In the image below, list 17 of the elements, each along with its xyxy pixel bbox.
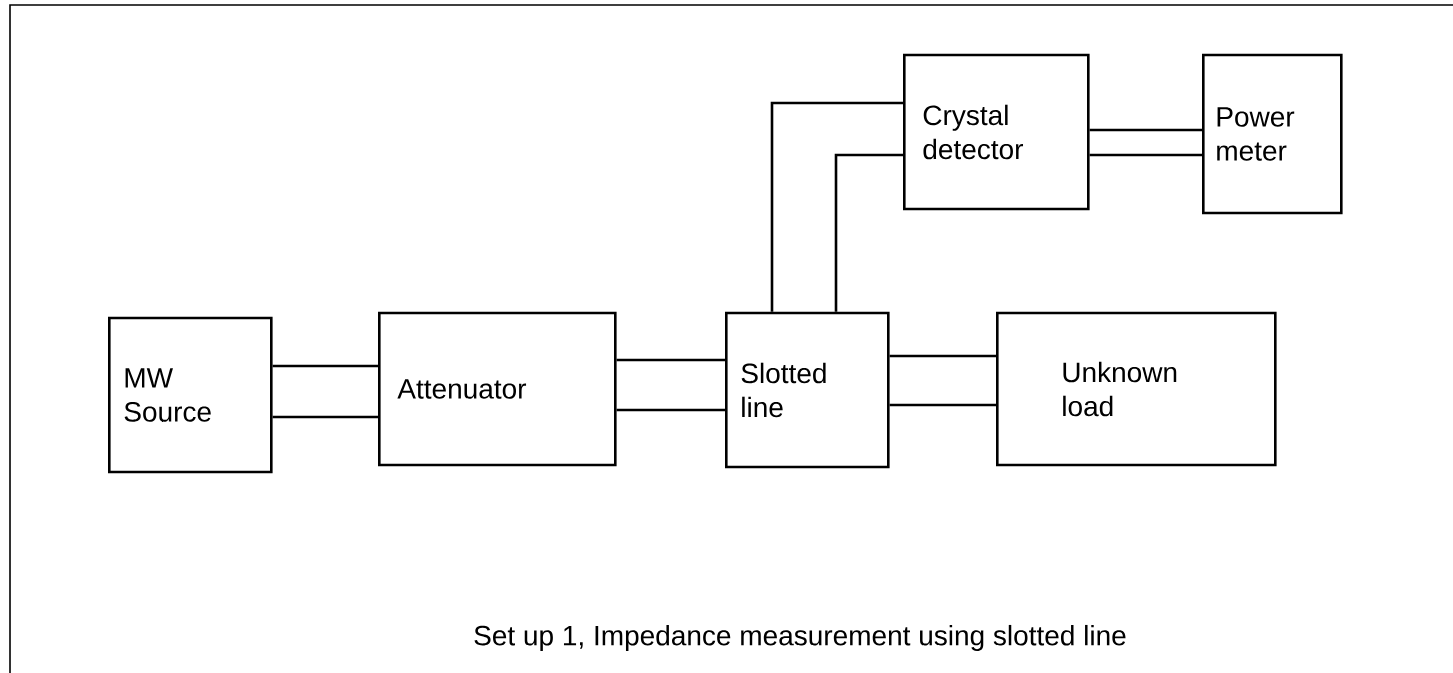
block-box: Attenuator xyxy=(378,311,617,467)
connection-line xyxy=(889,354,996,358)
block-box: MW Source xyxy=(108,316,273,474)
block-box: Slotted line xyxy=(725,311,890,469)
block-box: Unknown load xyxy=(996,311,1277,467)
block-box: Power meter xyxy=(1202,53,1343,215)
connection-line xyxy=(616,358,725,362)
connection-line xyxy=(1089,128,1202,132)
connection-line xyxy=(272,364,378,368)
connection-line xyxy=(272,415,378,419)
connection-line xyxy=(1089,153,1202,157)
connection-line xyxy=(889,403,996,407)
connection-line xyxy=(770,101,903,312)
connection-line xyxy=(616,408,725,412)
block-box: Crystal detector xyxy=(903,53,1090,211)
connection-line xyxy=(834,153,903,312)
caption: Set up 1, Impedance measurement using slotted line xyxy=(474,624,1126,652)
